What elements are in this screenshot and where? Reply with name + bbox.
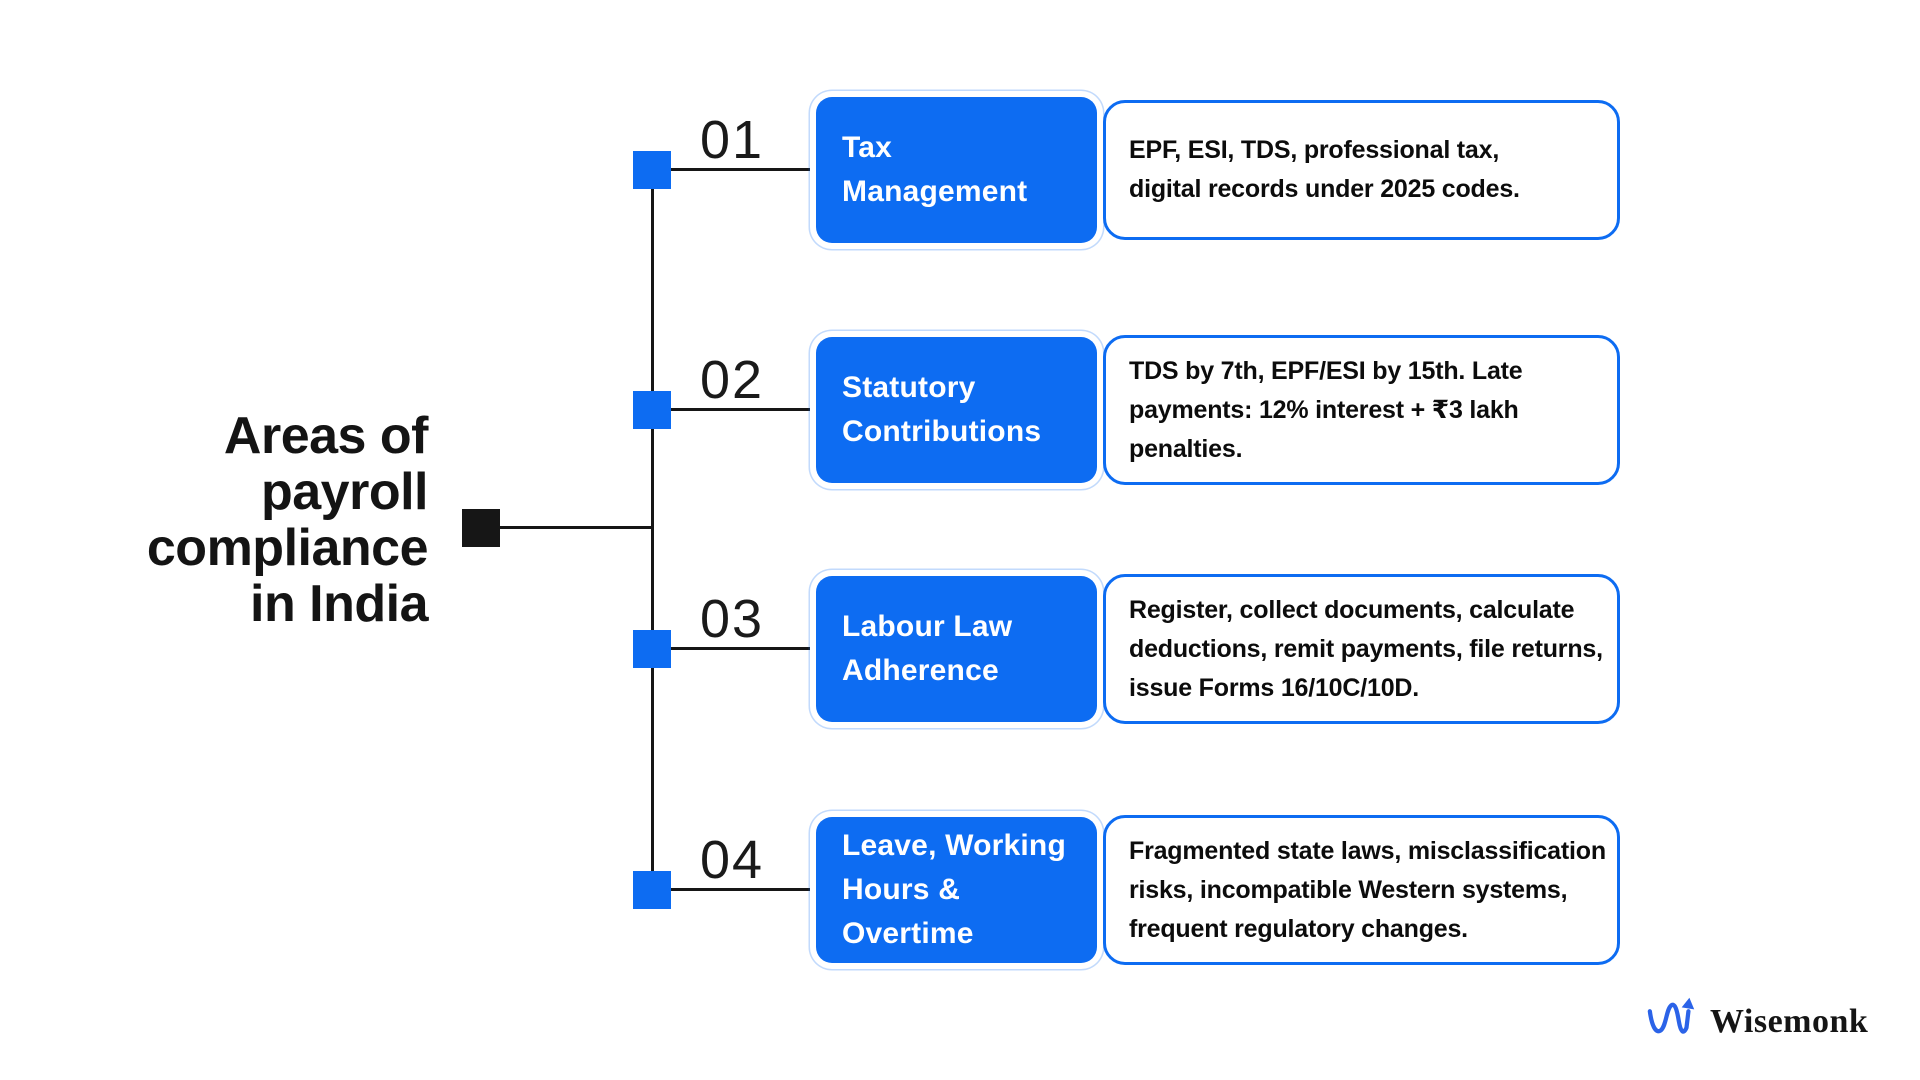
description-text-4: Fragmented state laws, misclassification… [1129, 836, 1606, 943]
description-box-1: EPF, ESI, TDS, professional tax, digital… [1103, 100, 1620, 240]
step-number-4: 04 [700, 830, 765, 890]
step-number-1: 01 [700, 110, 765, 170]
step-number-2: 02 [700, 350, 765, 410]
branch-node-square-1 [633, 151, 671, 189]
brand-name: Wisemonk [1710, 1003, 1869, 1040]
branch-line-2 [652, 408, 820, 411]
description-text-1: EPF, ESI, TDS, professional tax, digital… [1129, 136, 1520, 203]
branch-node-square-4 [633, 871, 671, 909]
label-text-4: Leave, Working Hours & Overtime [842, 829, 1066, 950]
connector-spine-line [651, 170, 654, 890]
label-box-leave-working-hours-overtime: Leave, Working Hours & Overtime [816, 817, 1097, 963]
label-box-labour-law-adherence: Labour Law Adherence [816, 576, 1097, 722]
root-connector-line [499, 526, 653, 529]
label-text-2: Statutory Contributions [842, 371, 1042, 448]
branch-node-square-2 [633, 391, 671, 429]
label-text-3: Labour Law Adherence [842, 610, 1013, 687]
brand-logo: Wisemonk [1646, 995, 1868, 1043]
branch-line-4 [652, 888, 820, 891]
label-box-tax-management: Tax Management [816, 97, 1097, 243]
step-number-3: 03 [700, 589, 765, 649]
description-box-4: Fragmented state laws, misclassification… [1103, 815, 1620, 965]
root-connector-square [462, 509, 500, 547]
description-text-3: Register, collect documents, calculate d… [1129, 595, 1603, 702]
branch-line-1 [652, 168, 820, 171]
branch-line-3 [652, 647, 820, 650]
page-title: Areas of payroll compliance in India [146, 407, 429, 633]
description-box-3: Register, collect documents, calculate d… [1103, 574, 1620, 724]
wave-arrow-icon [1646, 995, 1700, 1043]
description-box-2: TDS by 7th, EPF/ESI by 15th. Late paymen… [1103, 335, 1620, 485]
description-text-2: TDS by 7th, EPF/ESI by 15th. Late paymen… [1129, 356, 1523, 463]
label-text-1: Tax Management [842, 131, 1028, 208]
label-box-statutory-contributions: Statutory Contributions [816, 337, 1097, 483]
branch-node-square-3 [633, 630, 671, 668]
